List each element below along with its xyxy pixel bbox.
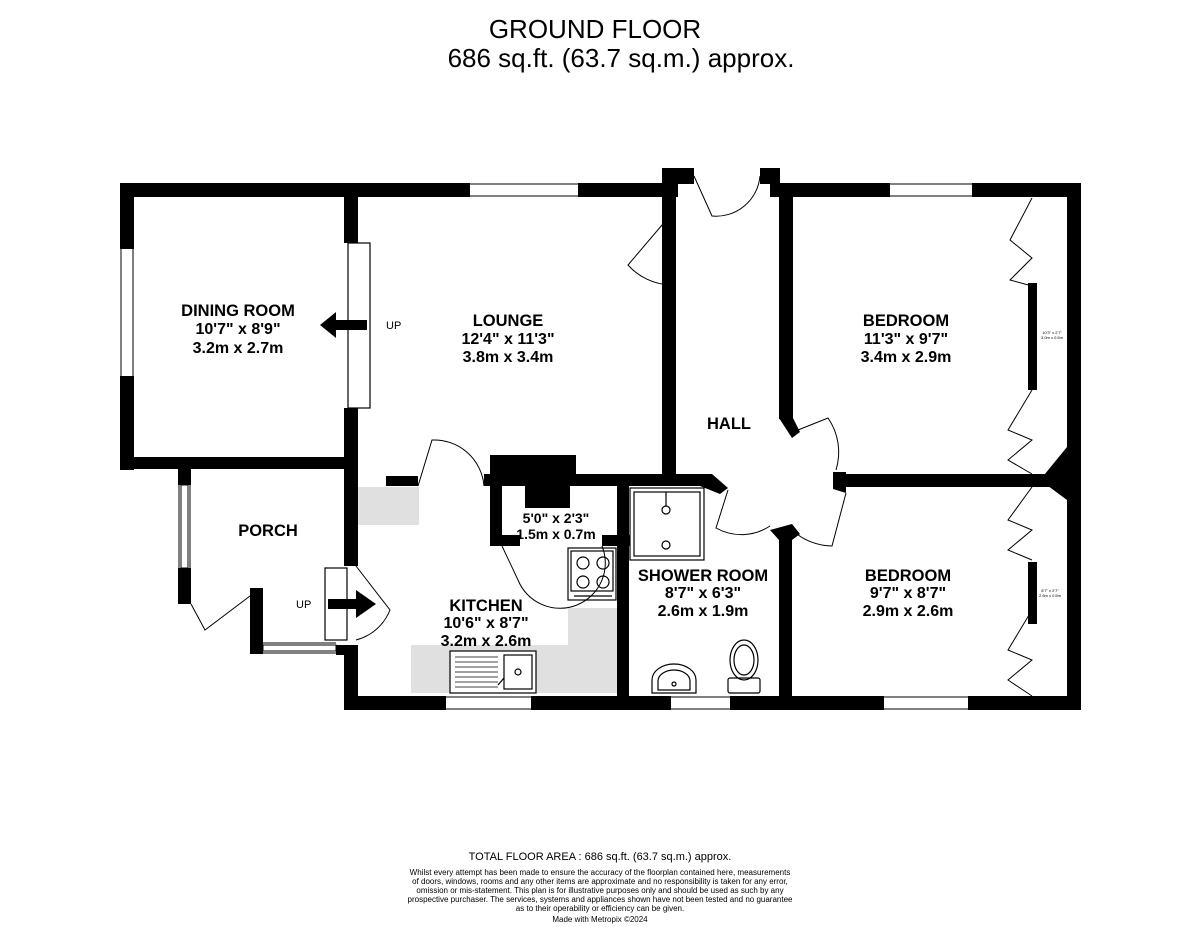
room-dim-metric: 3.8m x 3.4m [463,349,554,366]
room-name: LOUNGE [473,312,544,330]
wardrobe-rail-1 [1028,283,1037,390]
room-dim-imperial: 11'3" x 9'7" [864,331,948,348]
walls [120,168,1081,710]
stairs-up-label: UP [386,320,401,332]
room-dim-metric: 2.9m x 2.6m [863,603,954,620]
wardrobe-label-2: 8'7" x 2'7" 2.6m x 0.5m [1039,588,1062,598]
svg-text:3.0m x 0.5m: 3.0m x 0.5m [1041,335,1064,340]
wardrobe-rail-2 [1028,562,1037,624]
room-name: PORCH [238,522,298,540]
toilet-icon [727,639,761,694]
porch-arrow-up-icon [328,590,376,618]
room-name: DINING ROOM [181,302,295,320]
room-bedroom-1: BEDROOM 11'3" x 9'7" 3.4m x 2.9m [861,312,952,366]
wardrobe-label-1: 10'3" x 2'7" 3.0m x 0.5m [1041,330,1064,340]
made-with-credit: Made with Metropix ©2024 [552,915,648,924]
room-dim-imperial: 9'7" x 8'7" [870,585,946,602]
hob-icon [567,547,617,601]
room-dim-imperial: 5'0" x 2'3" [523,510,590,526]
room-kitchen: KITCHEN 10'6" x 8'7" 3.2m x 2.6m [441,597,532,650]
room-dim-imperial: 8'7" x 6'3" [665,585,741,602]
room-bedroom-2: BEDROOM 9'7" x 8'7" 2.9m x 2.6m [863,567,954,620]
disclaimer-line: Whilst every attempt has been made to en… [409,868,791,877]
room-dim-metric: 2.6m x 1.9m [658,603,749,620]
disclaimer-line: omission or mis-statement. This plan is … [416,886,784,895]
disclaimer-line: of doors, windows, rooms and any other i… [412,877,788,886]
room-name: BEDROOM [865,567,951,585]
floor-area: 686 sq.ft. (63.7 sq.m.) approx. [447,43,795,73]
wash-basin-icon [651,663,697,694]
room-lounge: LOUNGE 12'4" x 11'3" 3.8m x 3.4m [461,312,554,366]
room-cupboard: 5'0" x 2'3" 1.5m x 0.7m [516,510,595,542]
room-dim-imperial: 10'6" x 8'7" [443,615,528,632]
room-hall: HALL [707,415,751,433]
svg-text:8'7" x 2'7": 8'7" x 2'7" [1041,588,1059,593]
room-dim-metric: 3.2m x 2.6m [441,633,532,650]
room-dim-metric: 1.5m x 0.7m [516,526,595,542]
disclaimer-line: as to their operability or efficiency ca… [515,904,685,913]
disclaimer-line: prospective purchaser. The services, sys… [407,895,793,904]
room-name: HALL [707,415,751,433]
stair-arrow-up-icon [320,312,367,338]
svg-text:2.6m x 0.5m: 2.6m x 0.5m [1039,593,1062,598]
room-name: BEDROOM [863,312,949,330]
room-dining-room: DINING ROOM 10'7" x 8'9" 3.2m x 2.7m [181,302,295,357]
room-name: SHOWER ROOM [638,567,768,585]
room-dim-metric: 3.2m x 2.7m [193,340,284,357]
shower-tray-icon [629,487,705,561]
windows [120,183,972,710]
total-floor-area: TOTAL FLOOR AREA : 686 sq.ft. (63.7 sq.m… [468,851,732,863]
room-dim-metric: 3.4m x 2.9m [861,349,952,366]
room-porch: PORCH [238,522,298,540]
porch-up-label: UP [296,599,311,611]
room-name: KITCHEN [449,597,522,615]
room-dim-imperial: 10'7" x 8'9" [195,321,280,338]
doors [190,175,847,641]
room-dim-imperial: 12'4" x 11'3" [461,331,554,348]
wardrobe-doors [1007,197,1033,697]
room-shower-room: SHOWER ROOM 8'7" x 6'3" 2.6m x 1.9m [638,567,768,620]
disclaimer: Whilst every attempt has been made to en… [390,868,810,913]
floor-title: GROUND FLOOR [488,14,702,44]
svg-text:10'3" x 2'7": 10'3" x 2'7" [1042,330,1062,335]
sink-icon [449,650,537,694]
